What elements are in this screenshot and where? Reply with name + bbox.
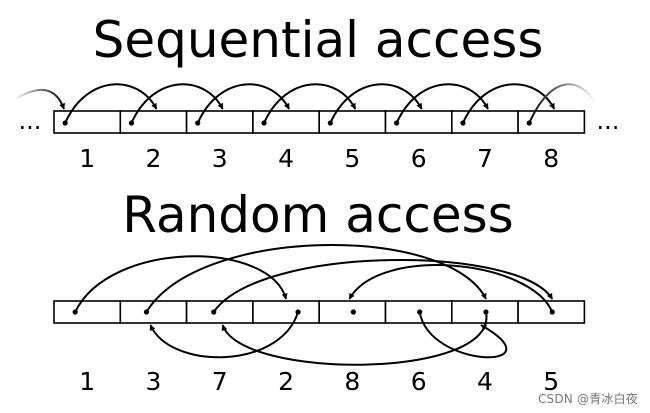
- left-ellipsis: ...: [19, 107, 42, 135]
- sequential-arrows: [13, 83, 597, 126]
- sequential-label-6: 6: [411, 144, 427, 173]
- right-ellipsis: ...: [597, 107, 620, 135]
- random-label-3: 7: [212, 367, 228, 396]
- random-label-7: 4: [477, 367, 493, 396]
- random-label-4: 2: [278, 367, 294, 396]
- random-label-2: 3: [145, 367, 161, 396]
- random-array: [53, 300, 586, 324]
- random-arrow-3: [145, 244, 487, 313]
- random-arrow-2: [149, 311, 300, 359]
- random-pointer-dot-5: [350, 309, 356, 315]
- random-title: Random access: [122, 186, 513, 244]
- sequential-outgoing-arrow: [528, 83, 597, 124]
- sequential-label-3: 3: [212, 144, 228, 173]
- random-arrow-7: [348, 264, 554, 313]
- random-cell-1: [53, 300, 122, 324]
- sequential-title: Sequential access: [93, 11, 544, 69]
- random-label-5: 8: [344, 367, 360, 396]
- sequential-label-8: 8: [543, 144, 559, 173]
- sequential-label-4: 4: [278, 144, 294, 173]
- sequential-array: [53, 110, 586, 134]
- sequential-index-labels: 1 2 3 4 5 6 7 8: [79, 144, 559, 173]
- random-arrow-1: [74, 255, 288, 313]
- sequential-label-5: 5: [344, 144, 360, 173]
- random-arrow-5: [212, 258, 554, 313]
- random-label-8: 5: [543, 367, 559, 396]
- random-label-6: 6: [411, 367, 427, 396]
- random-arrow-6: [418, 311, 508, 359]
- sequential-cell-8: [517, 110, 586, 134]
- watermark: CSDN @青冰白夜: [537, 392, 638, 406]
- sequential-label-2: 2: [145, 144, 161, 173]
- random-arrow-4: [221, 311, 488, 366]
- sequential-arrow-7: [462, 83, 556, 124]
- random-cell-4: [252, 300, 320, 324]
- random-arrows: [72, 244, 555, 366]
- sequential-incoming-arrow: [13, 88, 65, 110]
- random-order-labels: 1 3 7 2 8 6 4 5: [79, 367, 559, 396]
- random-label-1: 1: [79, 367, 95, 396]
- random-cell-2: [119, 300, 188, 324]
- sequential-label-7: 7: [477, 144, 493, 173]
- sequential-label-1: 1: [79, 144, 95, 173]
